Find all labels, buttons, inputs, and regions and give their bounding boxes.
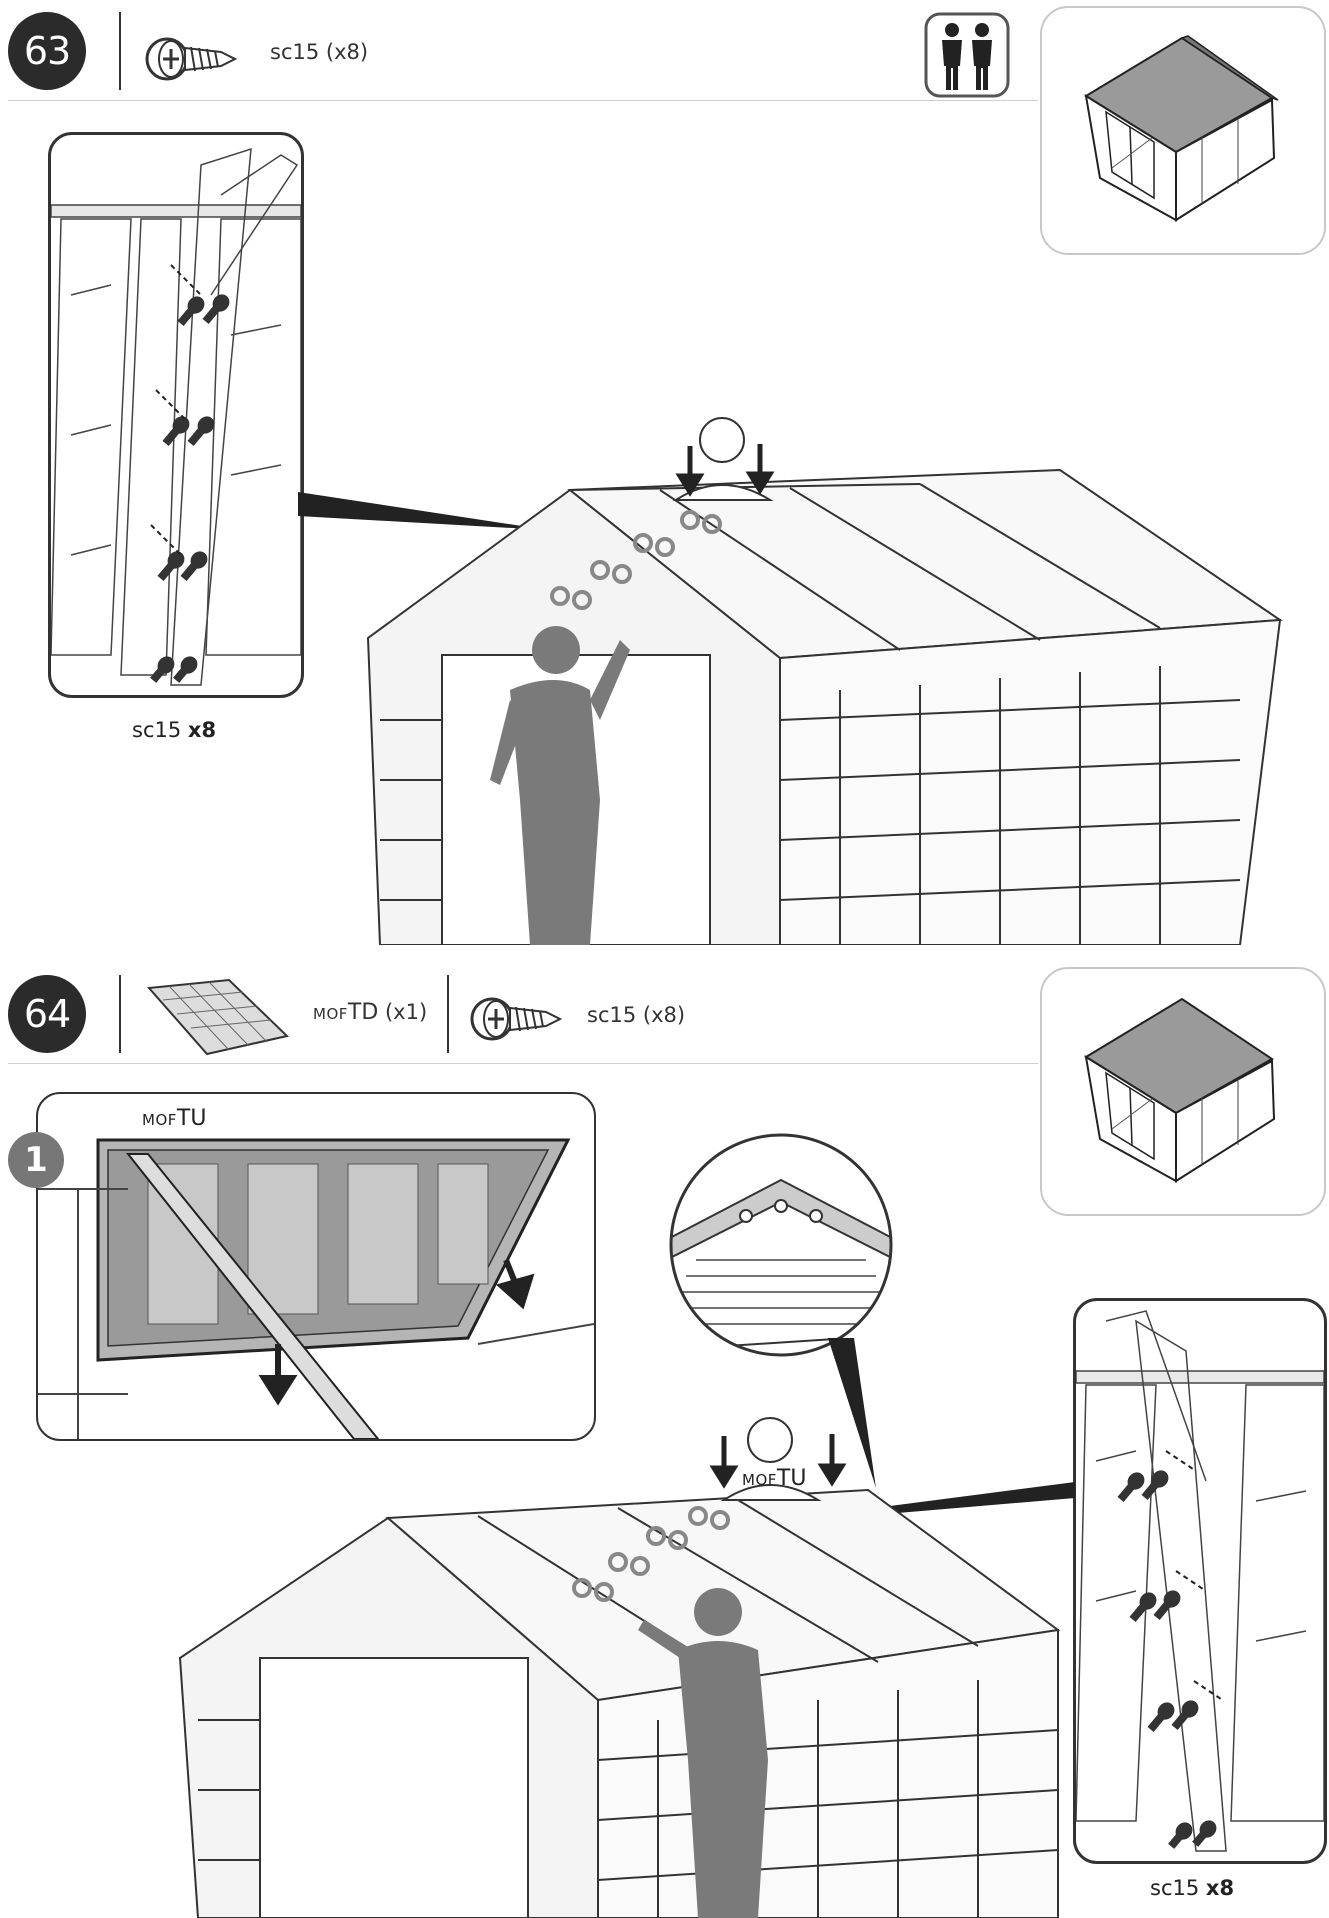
roof-label-prefix: MOF [742, 1471, 777, 1489]
header-rule [8, 100, 1038, 101]
panel-placement-inset [36, 1092, 596, 1441]
overview-box [1040, 967, 1326, 1216]
screw-points [550, 510, 722, 610]
roof-label-code: TU [776, 1466, 807, 1491]
part-prefix: MOF [313, 1005, 348, 1023]
substep-badge: 1 [8, 1132, 64, 1188]
panel-label: MOFTU [142, 1106, 206, 1131]
panel-label-code: TU [176, 1106, 207, 1131]
header-divider [119, 12, 121, 90]
roof-panel-icon [145, 978, 290, 1058]
part-label-panel: MOFTD (x1) [313, 1000, 427, 1025]
inset-caption-code: sc15 [132, 718, 182, 742]
magnifier-pointer [828, 1338, 888, 1488]
shed-roof-illustration [360, 400, 1290, 945]
parts-divider [447, 975, 449, 1053]
inset-caption-qty: x8 [187, 718, 217, 742]
shed-roof-illustration [178, 1400, 1078, 1918]
header-rule [8, 1063, 1038, 1064]
part-label-screw: sc15 (x8) [587, 1003, 686, 1027]
worker-figures [490, 417, 774, 945]
screw-icon [470, 990, 562, 1048]
part-code: TD [347, 1000, 379, 1025]
callout-pointer [298, 480, 558, 540]
inset-caption: sc15 x8 [1150, 1876, 1234, 1900]
shed-overview-icon [1084, 35, 1279, 222]
substep-number: 1 [24, 1140, 48, 1180]
screw-icon [145, 30, 237, 88]
inset-caption-code: sc15 [1150, 1876, 1200, 1900]
part-qty: (x1) [384, 1000, 428, 1024]
screw-detail-inset [48, 132, 304, 698]
header-divider [119, 975, 121, 1053]
screw-marks [150, 294, 230, 683]
ridge-detail-magnifier [666, 1130, 896, 1360]
roof-panel-label: MOFTU [742, 1466, 806, 1491]
shed-overview-icon [1084, 997, 1276, 1183]
part-label: sc15 (x8) [270, 40, 369, 64]
step-number: 63 [8, 12, 86, 90]
two-people-icon [924, 12, 1010, 98]
overview-box [1040, 6, 1326, 255]
screw-detail-inset [1073, 1298, 1327, 1864]
panel-label-prefix: MOF [142, 1111, 177, 1129]
inset-caption: sc15 x8 [132, 718, 216, 742]
step-number: 64 [8, 975, 86, 1053]
inset-caption-qty: x8 [1205, 1876, 1235, 1900]
